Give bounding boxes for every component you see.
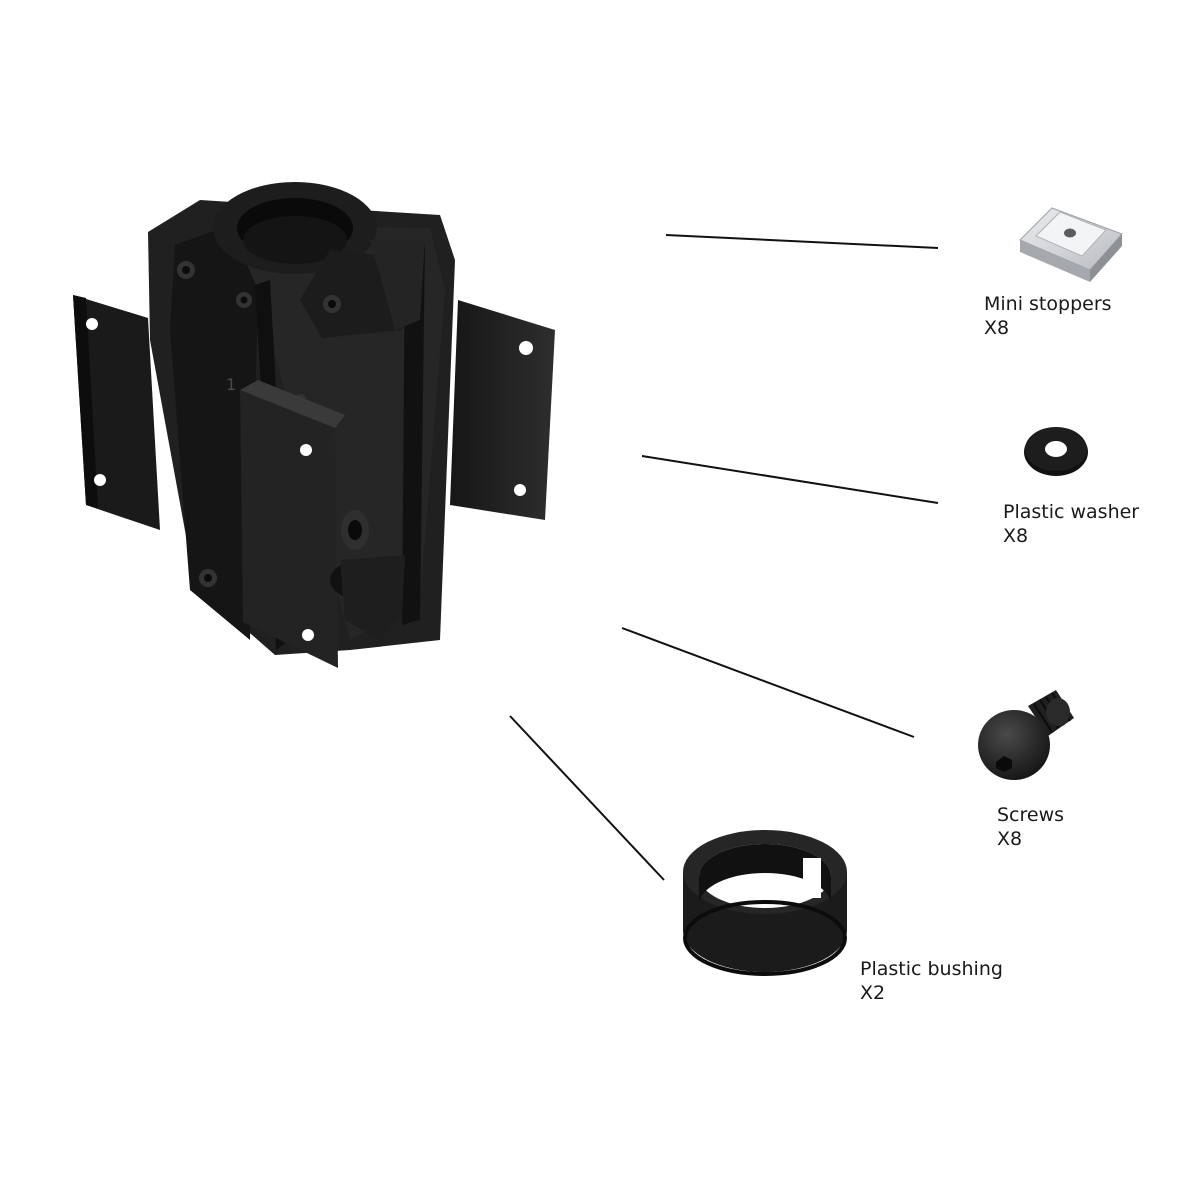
pole-mount-bracket-icon: 1: [73, 182, 555, 668]
label-plastic-washer: Plastic washer X8: [1003, 500, 1139, 548]
leader-line-mini-stoppers: [665, 234, 939, 249]
part-quantity-mini-stoppers: X8: [984, 317, 1010, 339]
label-screws: Screws X8: [997, 803, 1064, 851]
leader-line-screws: [621, 627, 915, 738]
part-name-plastic-washer: Plastic washer: [1003, 501, 1140, 523]
part-name-plastic-bushing: Plastic bushing: [860, 958, 1003, 980]
bracket-marking-label: 1: [226, 375, 236, 394]
washer-icon: [1024, 427, 1088, 476]
part-quantity-plastic-bushing: X2: [860, 982, 886, 1004]
leader-lines: [509, 234, 939, 881]
part-name-screws: Screws: [997, 804, 1065, 826]
label-plastic-bushing: Plastic bushing X2: [860, 957, 1003, 1005]
screw-icon: [978, 690, 1074, 780]
part-name-mini-stoppers: Mini stoppers: [984, 293, 1112, 315]
label-mini-stoppers: Mini stoppers X8: [984, 292, 1112, 340]
bushing-icon: [683, 830, 847, 976]
part-quantity-plastic-washer: X8: [1003, 525, 1029, 547]
mini-stopper-icon: [1019, 207, 1123, 282]
leader-line-plastic-washer: [641, 455, 939, 504]
part-quantity-screws: X8: [997, 828, 1023, 850]
leader-line-plastic-bushing: [509, 715, 665, 881]
